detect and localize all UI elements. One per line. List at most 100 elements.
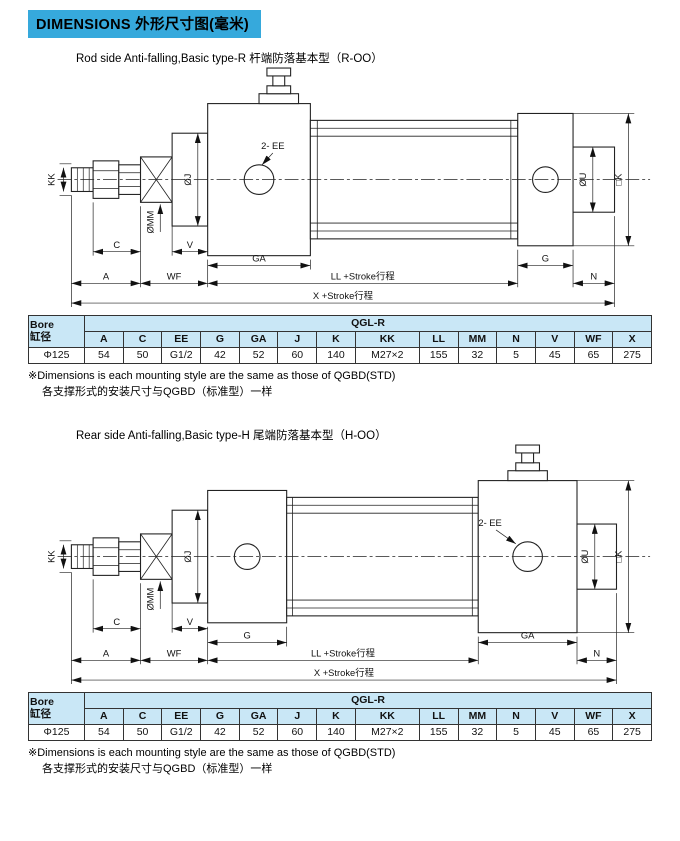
- col-header: N: [496, 331, 536, 348]
- dim-label-n: N: [593, 648, 600, 658]
- type-h-drawing: KK ØMM ØJ 2- EE ØU □K C V G GA A WF LL +…: [47, 444, 651, 684]
- top-fitting: [507, 444, 548, 482]
- dim-label-c: C: [113, 617, 120, 627]
- column-header-row: A C EE G GA J K KK LL MM N V WF X: [29, 707, 652, 725]
- col-header: KK: [354, 331, 420, 348]
- dim-value: 32: [457, 723, 498, 741]
- dim-value: 54: [84, 347, 124, 364]
- col-header: V: [534, 331, 575, 348]
- dim-value: M27×2: [354, 723, 420, 741]
- col-header: V: [534, 707, 575, 725]
- col-header: EE: [161, 707, 202, 725]
- dim-value: 52: [238, 347, 279, 364]
- col-header: KK: [354, 707, 420, 725]
- dim-label-c: C: [113, 240, 120, 250]
- dim-label-ga: GA: [521, 630, 535, 640]
- dim-value: 275: [612, 347, 652, 364]
- section-type-r: Rod side Anti-falling,Basic type-R 杆端防落基…: [18, 50, 662, 401]
- section-title-h: Rear side Anti-falling,Basic type-H 尾端防落…: [76, 429, 387, 442]
- dimension-lines: [59, 113, 635, 308]
- col-header: J: [277, 331, 318, 348]
- col-header: WF: [573, 707, 614, 725]
- column-header-row: A C EE G GA J K KK LL MM N V WF X: [29, 331, 652, 348]
- note-line-cn: 各支撑形式的安装尺寸与QGBD（标准型）一样: [42, 385, 273, 398]
- dim-label-ee: 2- EE: [261, 141, 284, 151]
- dim-label-ee: 2- EE: [478, 518, 501, 528]
- dimension-labels: KK ØMM ØJ 2- EE ØU □K C V G GA A WF LL +…: [47, 518, 624, 678]
- dim-label-k: □K: [613, 550, 623, 563]
- dim-value: 140: [316, 723, 356, 741]
- col-header: LL: [418, 331, 459, 348]
- dim-value: 65: [573, 347, 614, 364]
- dim-value: 155: [418, 347, 459, 364]
- note-line-en: ※Dimensions is each mounting style are t…: [28, 746, 396, 759]
- bore-value: Φ125: [28, 723, 85, 741]
- dim-value: 50: [122, 723, 163, 741]
- dim-label-u: ØU: [580, 549, 590, 563]
- dim-label-v: V: [187, 617, 194, 627]
- dim-value: 42: [200, 347, 240, 364]
- col-header: MM: [457, 707, 498, 725]
- col-header: N: [496, 707, 536, 725]
- dim-value: 42: [200, 723, 240, 741]
- notes-h: ※Dimensions is each mounting style are t…: [28, 746, 662, 778]
- dim-label-j: ØJ: [183, 551, 193, 563]
- section-type-h: Rear side Anti-falling,Basic type-H 尾端防落…: [18, 427, 662, 778]
- col-header: C: [122, 331, 163, 348]
- col-header: A: [84, 707, 124, 725]
- table-row: Φ125 54 50 G1/2 42 52 60 140 M27×2 155 3…: [28, 723, 652, 741]
- notes-r: ※Dimensions is each mounting style are t…: [28, 369, 662, 401]
- dim-value: 52: [238, 723, 279, 741]
- bore-label-cn: 缸径: [30, 331, 51, 343]
- dim-value: 54: [84, 723, 124, 741]
- dim-label-ll: LL +Stroke行程: [331, 270, 396, 281]
- col-header: G: [200, 707, 240, 725]
- section-title-r: Rod side Anti-falling,Basic type-R 杆端防落基…: [76, 53, 383, 65]
- dim-label-ga: GA: [252, 254, 266, 264]
- dim-label-wf: WF: [167, 648, 182, 658]
- dim-value: 50: [122, 347, 163, 364]
- dim-label-kk: KK: [47, 173, 57, 186]
- dim-label-kk: KK: [47, 550, 57, 563]
- dim-value: G1/2: [161, 347, 202, 364]
- col-header: EE: [161, 331, 202, 348]
- bore-label-en: Bore: [30, 318, 54, 331]
- col-header: MM: [457, 331, 498, 348]
- dim-value: 45: [534, 723, 575, 741]
- bore-label-cn: 缸径: [30, 707, 51, 720]
- dim-label-mm: ØMM: [145, 210, 155, 233]
- col-header: GA: [238, 331, 279, 348]
- col-header: X: [612, 707, 652, 725]
- note-line-cn: 各支撑形式的安装尺寸与QGBD（标准型）一样: [42, 762, 273, 775]
- col-header: A: [84, 331, 124, 348]
- col-header: C: [122, 707, 163, 725]
- note-line-en: ※Dimensions is each mounting style are t…: [28, 370, 396, 382]
- dim-value: 45: [534, 347, 575, 364]
- series-header: QGL-R: [84, 315, 652, 332]
- col-header: G: [200, 331, 240, 348]
- dim-value: G1/2: [161, 723, 202, 741]
- table-row: Φ125 54 50 G1/2 42 52 60 140 M27×2 155 3…: [28, 347, 652, 364]
- dim-label-a: A: [103, 271, 110, 281]
- dim-label-mm: ØMM: [145, 587, 155, 610]
- col-header: K: [316, 331, 356, 348]
- dim-value: 5: [496, 723, 536, 741]
- page-title: DIMENSIONS 外形尺寸图(毫米): [28, 10, 262, 38]
- dim-label-k: □K: [613, 173, 623, 186]
- dim-value: 140: [316, 347, 356, 364]
- dim-value: 155: [418, 723, 459, 741]
- col-header: LL: [418, 707, 459, 725]
- col-header: WF: [573, 331, 614, 348]
- dim-value: 32: [457, 347, 498, 364]
- type-r-drawing: KK ØMM ØJ 2- EE ØU □K C V GA G A WF LL +…: [47, 67, 651, 308]
- dim-label-j: ØJ: [183, 174, 193, 186]
- dim-value: 60: [277, 347, 318, 364]
- dim-value: M27×2: [354, 347, 420, 364]
- dim-label-ll: LL +Stroke行程: [311, 647, 376, 658]
- series-header: QGL-R: [84, 691, 652, 709]
